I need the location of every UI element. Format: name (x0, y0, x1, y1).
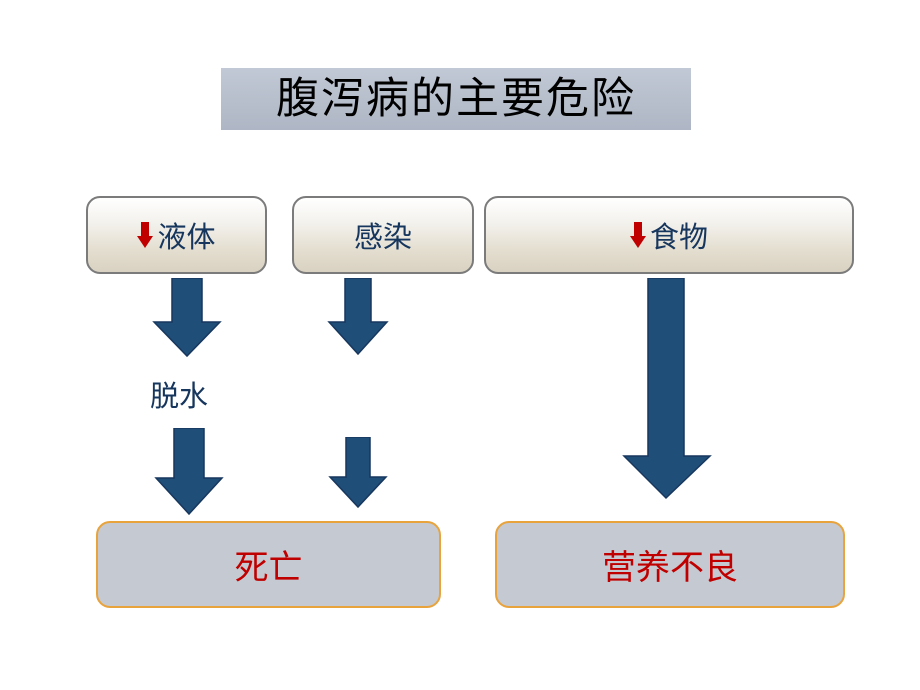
node-food: 食物 (484, 196, 854, 274)
arrow-infection-to-death (325, 278, 391, 356)
title-band: 腹泻病的主要危险 (221, 68, 691, 130)
arrow-infection-lower-to-death (328, 437, 390, 509)
node-food-label: 食物 (629, 214, 708, 256)
node-infection: 感染 (292, 196, 474, 274)
node-malnutrition: 营养不良 (495, 521, 845, 608)
node-fluid-text: 液体 (157, 220, 216, 254)
node-death-label: 死亡 (234, 548, 303, 588)
arrow-dehydration-to-death (152, 428, 226, 516)
label-dehydration: 脱水 (150, 379, 209, 413)
page-title: 腹泻病的主要危险 (276, 73, 636, 124)
node-fluid-label: 液体 (137, 214, 216, 256)
node-infection-label: 感染 (354, 214, 412, 256)
node-death: 死亡 (96, 521, 441, 608)
red-down-arrow-icon (629, 220, 646, 250)
arrow-food-to-malnutrition (620, 278, 714, 500)
red-down-arrow-icon (137, 220, 154, 250)
node-malnutrition-label: 营养不良 (602, 548, 738, 588)
node-infection-text: 感染 (353, 220, 412, 254)
node-food-text: 食物 (649, 220, 708, 254)
arrow-fluid-to-dehydration (150, 278, 224, 358)
node-fluid: 液体 (86, 196, 267, 274)
